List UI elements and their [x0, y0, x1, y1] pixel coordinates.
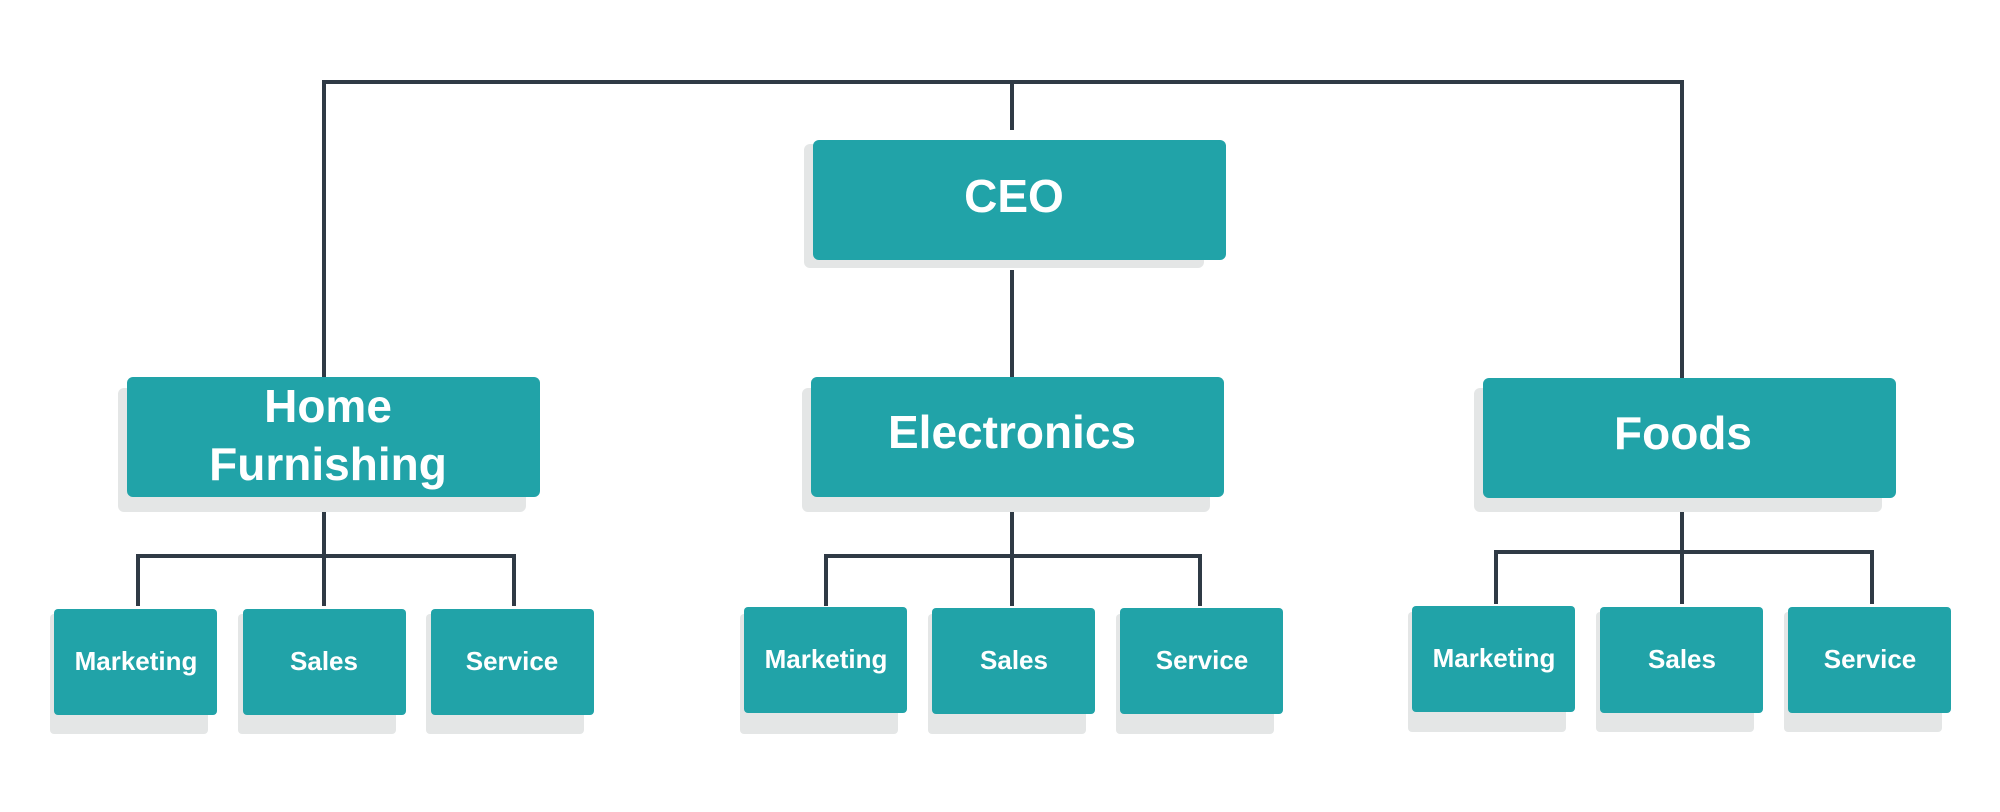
division-home-furnishing: Home Furnishing [118, 377, 540, 512]
team-box [54, 609, 217, 715]
team-box [431, 609, 594, 715]
division-electronics: Electronics [802, 377, 1224, 512]
division-foods: Foods [1474, 378, 1896, 512]
ceo-box [813, 140, 1226, 260]
team-label-marketing: Marketing [75, 646, 198, 676]
ceo-node: CEO [804, 140, 1226, 268]
team-label-service: Service [466, 646, 559, 676]
electronics-box [811, 377, 1224, 497]
ceo-label: CEO [964, 170, 1064, 222]
team-label-service: Service [1156, 645, 1249, 675]
team-label-sales: Sales [290, 646, 358, 676]
foods-teams: Marketing Sales Service [1408, 606, 1951, 732]
foods-label: Foods [1614, 407, 1752, 459]
home-furnishing-label-line2: Furnishing [209, 438, 447, 490]
team-label-sales: Sales [1648, 644, 1716, 674]
team-label-marketing: Marketing [765, 644, 888, 674]
team-box [744, 607, 907, 713]
team-box [1600, 607, 1763, 713]
team-label-service: Service [1824, 644, 1917, 674]
connector-lines [136, 80, 1874, 606]
team-box [1412, 606, 1575, 712]
team-box [932, 608, 1095, 714]
team-box [243, 609, 406, 715]
home-furnishing-box [127, 377, 540, 497]
electronics-label: Electronics [888, 406, 1136, 458]
electronics-teams: Marketing Sales Service [740, 607, 1283, 734]
home-furnishing-teams: Marketing Sales Service [50, 609, 594, 734]
team-box [1120, 608, 1283, 714]
team-label-sales: Sales [980, 645, 1048, 675]
foods-box [1483, 378, 1896, 498]
team-label-marketing: Marketing [1433, 643, 1556, 673]
home-furnishing-label-line1: Home [264, 380, 392, 432]
team-box [1788, 607, 1951, 713]
